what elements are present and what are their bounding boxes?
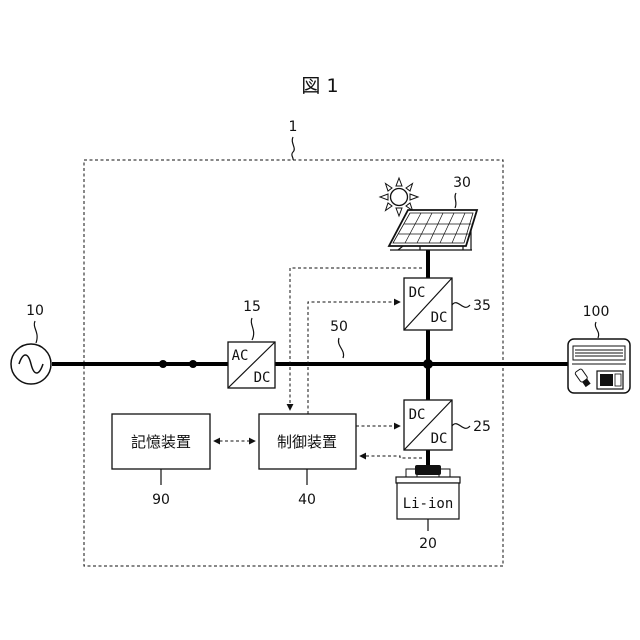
dc-dc-battery-ref-leader [452, 424, 470, 429]
system-ref-leader [292, 137, 294, 160]
ac-dc-ref-label: 15 [243, 299, 261, 315]
grid-ref-leader [34, 321, 37, 343]
solar-ref-leader [455, 193, 456, 208]
solar-panel-icon [389, 210, 477, 250]
battery-ref-label: 20 [419, 536, 437, 552]
dc-dc-battery-converter: DC DC [404, 400, 452, 450]
dc-dc-solar-converter: DC DC [404, 278, 452, 330]
dc-dc-solar-ref-label: 35 [473, 298, 491, 314]
dc-dc-solar-ref-leader [452, 303, 470, 308]
dc-dc-battery-bottom-label: DC [431, 431, 448, 447]
ac-source-icon [11, 344, 51, 384]
controller-ref-label: 40 [298, 492, 316, 508]
storage-device-label: 記憶装置 [131, 433, 191, 451]
storage-ref-label: 90 [152, 492, 170, 508]
bus-node-1 [159, 360, 167, 368]
solar-signal-to-controller [290, 268, 422, 410]
load-ref-label: 100 [583, 304, 610, 320]
bus-ref-label: 50 [330, 319, 348, 335]
home-appliance-icon [568, 339, 630, 393]
dc-dc-solar-bottom-label: DC [431, 310, 448, 326]
bus-node-2 [189, 360, 197, 368]
figure-title: 図 1 [301, 75, 338, 97]
grid-ref-label: 10 [26, 303, 44, 319]
dc-dc-battery-ref-label: 25 [473, 419, 491, 435]
bus-ref-leader [338, 338, 343, 358]
system-ref-label: 1 [289, 119, 298, 135]
ac-dc-converter: AC DC [228, 342, 275, 388]
dc-dc-battery-top-label: DC [409, 407, 426, 423]
ac-dc-ref-leader [251, 318, 253, 340]
battery-signal-to-controller [360, 456, 422, 458]
controller-signal-to-solar-dcdc [308, 302, 400, 414]
dc-dc-solar-top-label: DC [409, 285, 426, 301]
solar-ref-label: 30 [453, 175, 471, 191]
ac-dc-bottom-label: DC [254, 370, 271, 386]
load-ref-leader [595, 322, 598, 338]
battery-label: Li-ion [403, 496, 454, 512]
controller-label: 制御装置 [277, 433, 337, 451]
ac-dc-top-label: AC [232, 348, 249, 364]
